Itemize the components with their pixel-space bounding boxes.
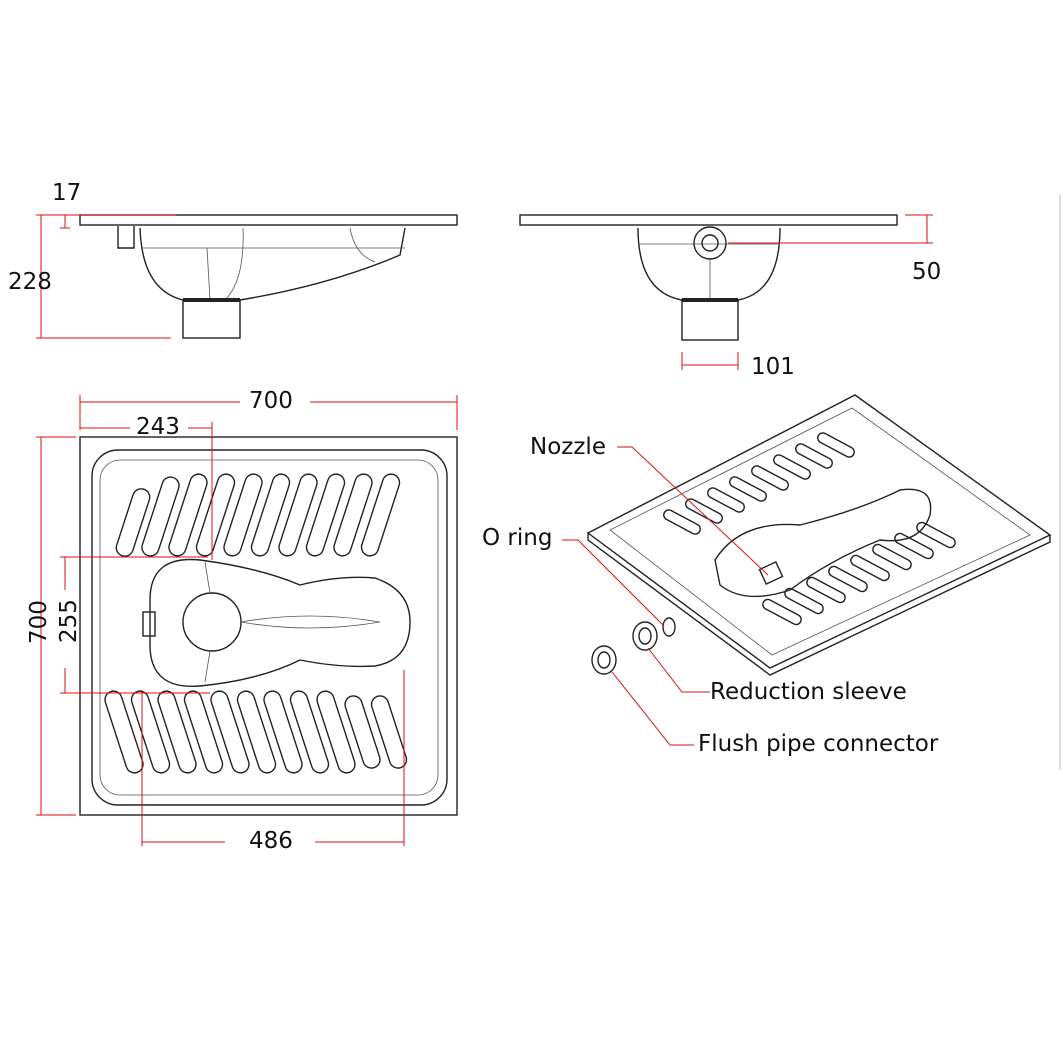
drain-slot — [707, 487, 745, 513]
drain-slot — [795, 443, 833, 469]
drain-slot — [916, 521, 956, 549]
drain-slot — [305, 473, 346, 557]
dim-700-width: 700 — [249, 388, 293, 414]
plan-view: 700 243 700 255 486 — [26, 388, 458, 854]
drain-slot — [236, 690, 277, 774]
dim-50: 50 — [912, 259, 941, 285]
drain-slot — [130, 690, 171, 774]
drain-slot — [104, 690, 144, 774]
drain-slot — [894, 532, 934, 560]
isometric-view: Nozzle O ring Reduction sleeve Flush pip… — [482, 394, 1052, 757]
dim-486: 486 — [249, 828, 293, 854]
callout-o-ring: O ring — [482, 525, 552, 551]
drain-slot — [289, 690, 330, 774]
drain-slot — [210, 690, 250, 774]
callout-nozzle: Nozzle — [530, 434, 606, 460]
drain-slot — [784, 587, 824, 615]
drain-slot — [250, 473, 291, 557]
drain-slot — [663, 509, 701, 535]
dim-255: 255 — [56, 599, 82, 643]
drain-slot — [141, 476, 180, 557]
drain-slot — [115, 488, 151, 557]
drain-slot — [168, 473, 208, 557]
dim-101: 101 — [751, 354, 795, 380]
drain-slot — [806, 576, 846, 604]
drain-slot — [850, 554, 890, 582]
drain-slot — [278, 473, 318, 557]
drain-slot — [817, 432, 855, 458]
drain-slot — [872, 543, 912, 571]
drain-slot — [344, 695, 381, 769]
drain-slot — [685, 498, 723, 524]
drain-slot — [333, 473, 373, 557]
callout-flush-pipe-connector: Flush pipe connector — [698, 731, 939, 757]
drain-slot — [360, 473, 401, 557]
dim-700-depth: 700 — [26, 600, 52, 644]
side-view: 17 228 — [8, 180, 458, 339]
drain-slot — [370, 695, 408, 769]
dim-243: 243 — [136, 414, 180, 440]
drain-slot — [223, 473, 263, 557]
dim-228: 228 — [8, 269, 52, 295]
drain-slot — [828, 565, 868, 593]
drain-slot — [183, 690, 224, 774]
drain-slot — [157, 690, 197, 774]
drain-slot — [773, 454, 811, 480]
drain-slot — [195, 473, 236, 557]
front-view: 50 101 — [519, 214, 941, 380]
dim-17: 17 — [52, 180, 81, 206]
drain-slot — [762, 598, 802, 626]
drain-slot — [316, 690, 356, 774]
drain-slot — [729, 476, 767, 502]
drain-slot — [263, 690, 303, 774]
callout-reduction-sleeve: Reduction sleeve — [710, 679, 907, 705]
drain-slot — [751, 465, 789, 491]
